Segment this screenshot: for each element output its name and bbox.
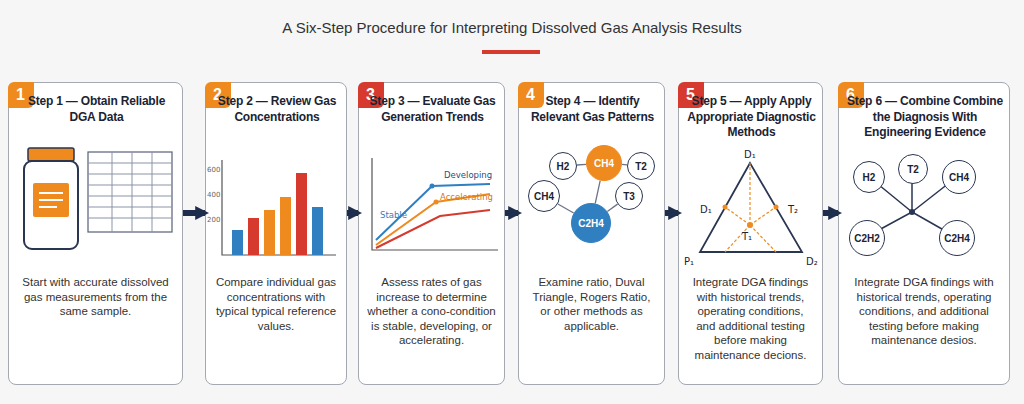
bar <box>248 218 259 255</box>
gas-name: C2H2 <box>854 233 880 244</box>
diagram-label: D₁ <box>744 149 756 160</box>
diagram-label: T₁ <box>742 231 752 242</box>
gas-name: T2 <box>907 164 919 175</box>
step-title: Step 6 — Combine Combine the Diagnosis W… <box>847 94 1003 141</box>
trend-point <box>430 184 435 189</box>
diagram-label: P₁ <box>684 256 694 267</box>
diagram-label: D₂ <box>806 256 818 267</box>
gas-name: H2 <box>863 172 876 183</box>
step-number: 4 <box>518 82 544 108</box>
diagram-label: 400 <box>207 191 220 199</box>
gas-circle: H2 <box>549 152 577 180</box>
diagram-title: A Six-Step Procedure for Interpreting Di… <box>0 19 1024 36</box>
gas-circle: H2 <box>853 161 885 193</box>
zone-point <box>723 205 728 210</box>
gas-name: CH4 <box>949 172 969 183</box>
gas-name: T3 <box>623 191 635 202</box>
gas-circle: T2 <box>627 152 655 180</box>
diagram-label: Accelerating <box>440 192 493 202</box>
diagram-label: D₁ <box>700 204 712 215</box>
gas-name: C2H4 <box>578 218 604 229</box>
gas-circle: C2H4 <box>939 220 975 256</box>
gas-circle: C2H4 <box>571 203 611 243</box>
step-card: 4Step 4 — Identify Relevant Gas Patterns… <box>518 82 665 385</box>
gas-name: CH4 <box>594 158 614 169</box>
step-title: Step 2 — Review Gas Concentrations <box>214 94 340 125</box>
trend-point <box>434 200 439 205</box>
jar-lid <box>28 148 74 161</box>
step-description: Examine ratio, Duval Triangle, Rogers Ra… <box>527 275 656 333</box>
step-title: Step 5 — Apply Apply Appropriate Diagnos… <box>687 94 816 141</box>
step-arrow <box>823 210 838 216</box>
diagram-label: Developing <box>444 170 492 180</box>
title-underline <box>482 50 540 54</box>
step-card: 2Step 2 — Review Gas ConcentrationsCompa… <box>205 82 347 385</box>
table-grid <box>88 152 172 232</box>
diagram-label: Stable <box>380 210 407 220</box>
step-arrow <box>505 210 518 216</box>
step-description: Integrate DGA findings with historical t… <box>847 275 1001 348</box>
gas-circle: C2H2 <box>849 220 885 256</box>
diagram-label: 600 <box>207 166 220 174</box>
step-description: Assess rates of gas increase to determin… <box>367 275 496 348</box>
step-description: Integrate DGA findings with historical t… <box>687 275 814 362</box>
jar-label <box>33 183 69 217</box>
gas-name: CH4 <box>534 191 554 202</box>
gas-circle: T3 <box>615 182 643 210</box>
data-table <box>88 152 172 232</box>
zone-point <box>747 222 753 228</box>
step-arrow <box>347 210 358 216</box>
diagram-label: T₂ <box>788 204 798 215</box>
gas-circle: CH4 <box>586 145 622 181</box>
gas-circle: T2 <box>898 154 928 184</box>
zone-point <box>774 205 779 210</box>
step-arrow <box>183 210 205 216</box>
step-description: Compare individual gas concentrations wi… <box>214 275 338 333</box>
bar <box>264 210 275 255</box>
bar <box>312 207 323 255</box>
diagram-label: 200 <box>207 216 220 224</box>
step-description: Start with accurate dissolved gas measur… <box>17 275 174 319</box>
step-arrow <box>665 210 678 216</box>
bar <box>232 230 243 255</box>
step-title: Step 1 — Obtain Reliable DGA Data <box>17 94 176 125</box>
jar-body <box>24 161 78 249</box>
gas-name: T2 <box>635 161 647 172</box>
step-title: Step 3 — Evaluate Gas Generation Trends <box>367 94 498 125</box>
gas-circle: CH4 <box>942 160 976 194</box>
bar <box>280 197 291 255</box>
hub-point <box>909 209 915 215</box>
step-title: Step 4 — Identify Relevant Gas Patterns <box>527 94 658 125</box>
gas-circle: CH4 <box>528 180 560 212</box>
jar-label-lines <box>39 193 63 207</box>
gas-name: C2H4 <box>944 233 970 244</box>
step-card: 6Step 6 — Combine Combine the Diagnosis … <box>838 82 1010 385</box>
gas-name: H2 <box>557 161 570 172</box>
bar <box>296 173 307 255</box>
step-card: 3Step 3 — Evaluate Gas Generation Trends… <box>358 82 505 385</box>
